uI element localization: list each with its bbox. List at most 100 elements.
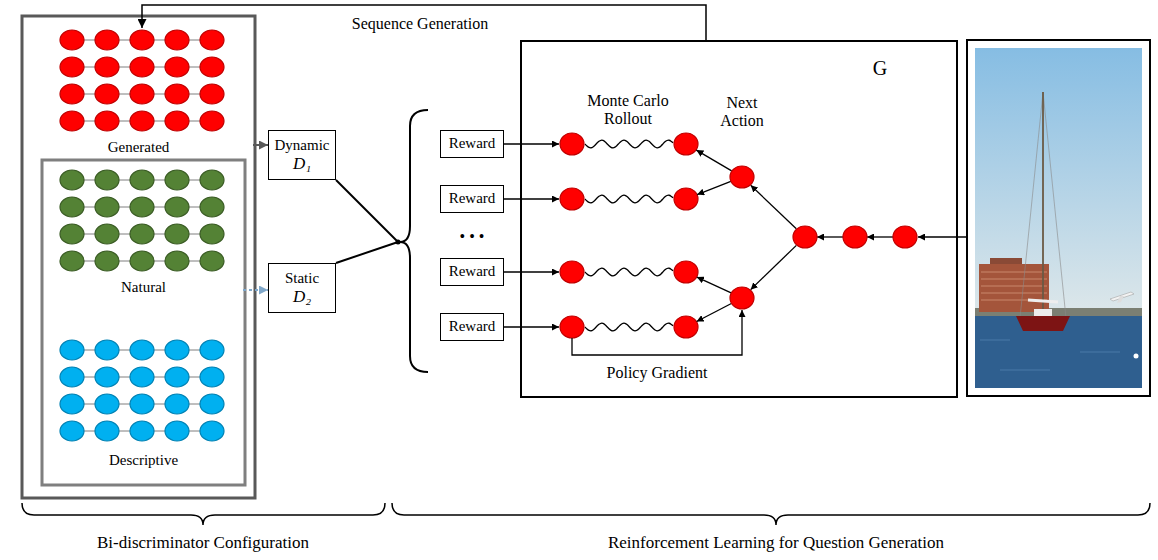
flow-arrow: [504, 198, 559, 199]
flow-arrow: [697, 304, 732, 322]
descriptive-token: [60, 367, 84, 387]
group-label: Descriptive: [107, 452, 180, 469]
feedback-arrow: [142, 5, 706, 40]
rollout-wave: [585, 140, 673, 148]
generated-token: [165, 111, 189, 131]
rollout-wave: [585, 323, 673, 331]
descriptive-token: [130, 394, 154, 414]
flow-arrow: [572, 310, 742, 355]
natural-token: [130, 197, 154, 217]
descriptive-token: [60, 421, 84, 441]
prefix-token: [793, 226, 817, 248]
flow-arrow: [697, 277, 731, 293]
descriptive-token: [130, 340, 154, 360]
generated-token: [60, 111, 84, 131]
flow-arrow: [751, 245, 797, 289]
discriminator-symbol: D₂: [293, 287, 311, 307]
reward-label: Reward: [449, 318, 496, 335]
descriptive-token: [60, 340, 84, 360]
rollout-token: [674, 316, 698, 338]
reward-box: Reward: [440, 130, 504, 158]
reward-merge-line: [336, 180, 398, 242]
generated-token: [95, 111, 119, 131]
generated-token: [60, 30, 84, 50]
discriminator-box: DynamicD₁: [268, 130, 336, 180]
natural-token: [95, 170, 119, 190]
photo-ripple: [1080, 352, 1120, 353]
input-photo: [967, 40, 1150, 396]
group-label: Natural: [119, 279, 168, 296]
next-action-token: [730, 287, 754, 309]
descriptive-token: [130, 367, 154, 387]
natural-token: [165, 251, 189, 271]
photo-window-row: [981, 272, 1047, 273]
real-sample-frame: [42, 160, 245, 485]
natural-token: [95, 197, 119, 217]
reward-label: Reward: [449, 190, 496, 207]
next-action-token: [730, 166, 754, 188]
merge-point: [396, 240, 401, 245]
connectors: [142, 5, 706, 290]
section-bracket: [392, 503, 1150, 525]
generated-token: [165, 57, 189, 77]
generator-name: G: [865, 57, 895, 80]
generated-token: [95, 30, 119, 50]
flow-arrow: [504, 271, 559, 272]
photo-building-top: [990, 258, 1022, 265]
discriminator-name: Static: [285, 270, 319, 287]
sample-arrow: [253, 144, 268, 146]
reward-label: Reward: [449, 263, 496, 280]
photo-plane-wing: [1117, 296, 1124, 303]
discriminator-symbol: D₁: [293, 154, 311, 174]
reward-label: Reward: [449, 135, 496, 152]
descriptive-token: [165, 394, 189, 414]
natural-token: [60, 224, 84, 244]
descriptive-token: [95, 367, 119, 387]
generated-token: [95, 84, 119, 104]
generated-artwork: [60, 30, 967, 441]
ellipsis-mark: • • •: [458, 228, 487, 246]
section-label: Bi-discriminator Configuration: [95, 533, 311, 553]
action-label: Next Action: [712, 94, 772, 131]
natural-token: [165, 197, 189, 217]
reward-box: Reward: [440, 185, 504, 213]
natural-token: [130, 170, 154, 190]
generated-samples: Generated: [24, 28, 253, 156]
generated-token: [60, 57, 84, 77]
generated-token: [200, 57, 224, 77]
descriptive-token: [200, 421, 224, 441]
sample-arrow-dotted: [243, 289, 268, 291]
descriptive-token: [95, 340, 119, 360]
photo-mast: [1042, 92, 1044, 318]
photo-rigging: [1020, 92, 1043, 318]
section-label: Reinforcement Learning for Question Gene…: [606, 533, 946, 553]
natural-token: [60, 170, 84, 190]
generated-token: [165, 84, 189, 104]
descriptive-token: [95, 421, 119, 441]
rollout-label: Monte Carlo Rollout: [573, 92, 683, 129]
photo-sky: [975, 48, 1142, 320]
photo-window-row: [981, 293, 1047, 294]
flow-arrow: [817, 236, 843, 237]
discriminator-name: Dynamic: [275, 137, 330, 154]
flow-arrow: [697, 181, 731, 194]
photo-sail: [1028, 300, 1058, 302]
group-label: Generated: [106, 139, 172, 156]
natural-token: [200, 224, 224, 244]
descriptive-token: [95, 394, 119, 414]
rollout-token: [674, 188, 698, 210]
rollout-token: [560, 188, 584, 210]
natural-token: [200, 197, 224, 217]
sample-pool-frame: [22, 16, 255, 498]
photo-frame: [967, 40, 1150, 396]
descriptive-token: [165, 367, 189, 387]
generated-token: [200, 111, 224, 131]
generated-token: [165, 30, 189, 50]
natural-token: [95, 224, 119, 244]
flow-arrow: [696, 150, 731, 171]
rollout-token: [674, 133, 698, 155]
descriptive-token: [200, 340, 224, 360]
photo-ripple: [980, 340, 1010, 341]
